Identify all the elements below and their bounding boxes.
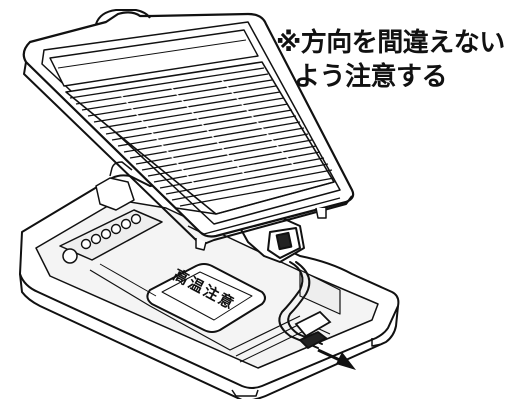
caution-line-2: よう注意する [294, 62, 448, 92]
power-cord [278, 261, 323, 349]
base-tray [19, 161, 400, 401]
drain-hole [62, 248, 78, 264]
insert-direction-arrow [317, 348, 356, 370]
control-knobs [80, 213, 142, 250]
caution-line-1: ※方向を間違えない [276, 28, 505, 58]
grill-plate [22, 9, 355, 251]
plug-socket [294, 310, 332, 350]
caution-caption: ※方向を間違えない よう注意する [276, 26, 505, 94]
